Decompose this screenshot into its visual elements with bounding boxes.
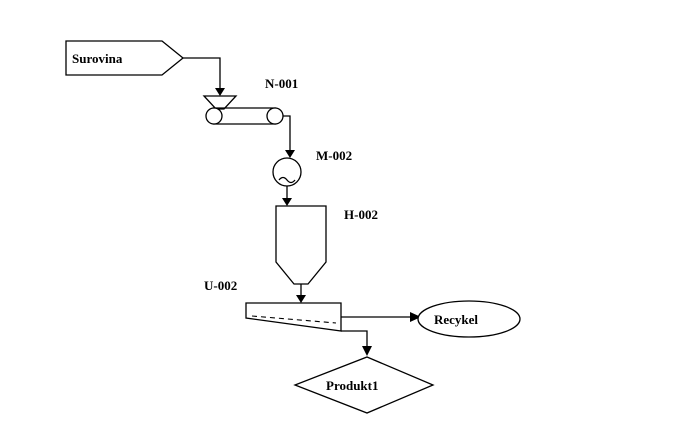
n001-conveyor: N-001 <box>202 76 298 125</box>
recykel-label: Recykel <box>434 312 478 327</box>
surovina-node: Surovina <box>65 40 185 76</box>
flow-h002-to-u002 <box>296 284 306 303</box>
flow-u002-to-produkt <box>341 330 372 356</box>
flow-surovina-to-n001 <box>183 57 225 96</box>
flow-u002-to-recykel <box>341 312 421 322</box>
produkt-node: Produkt1 <box>293 356 435 414</box>
n001-label: N-001 <box>265 76 298 91</box>
h002-label: H-002 <box>344 207 378 222</box>
u002-label: U-002 <box>204 278 237 293</box>
m002-label: M-002 <box>316 148 352 163</box>
h002-silo: H-002 <box>275 205 378 285</box>
m002-mill: M-002 <box>272 148 352 187</box>
produkt-label: Produkt1 <box>326 378 379 393</box>
surovina-label: Surovina <box>72 51 123 66</box>
flow-n001-to-m002 <box>283 115 295 158</box>
u002-separator: U-002 <box>204 278 342 332</box>
recykel-node: Recykel <box>417 300 521 338</box>
flow-m002-to-h002 <box>282 186 292 206</box>
